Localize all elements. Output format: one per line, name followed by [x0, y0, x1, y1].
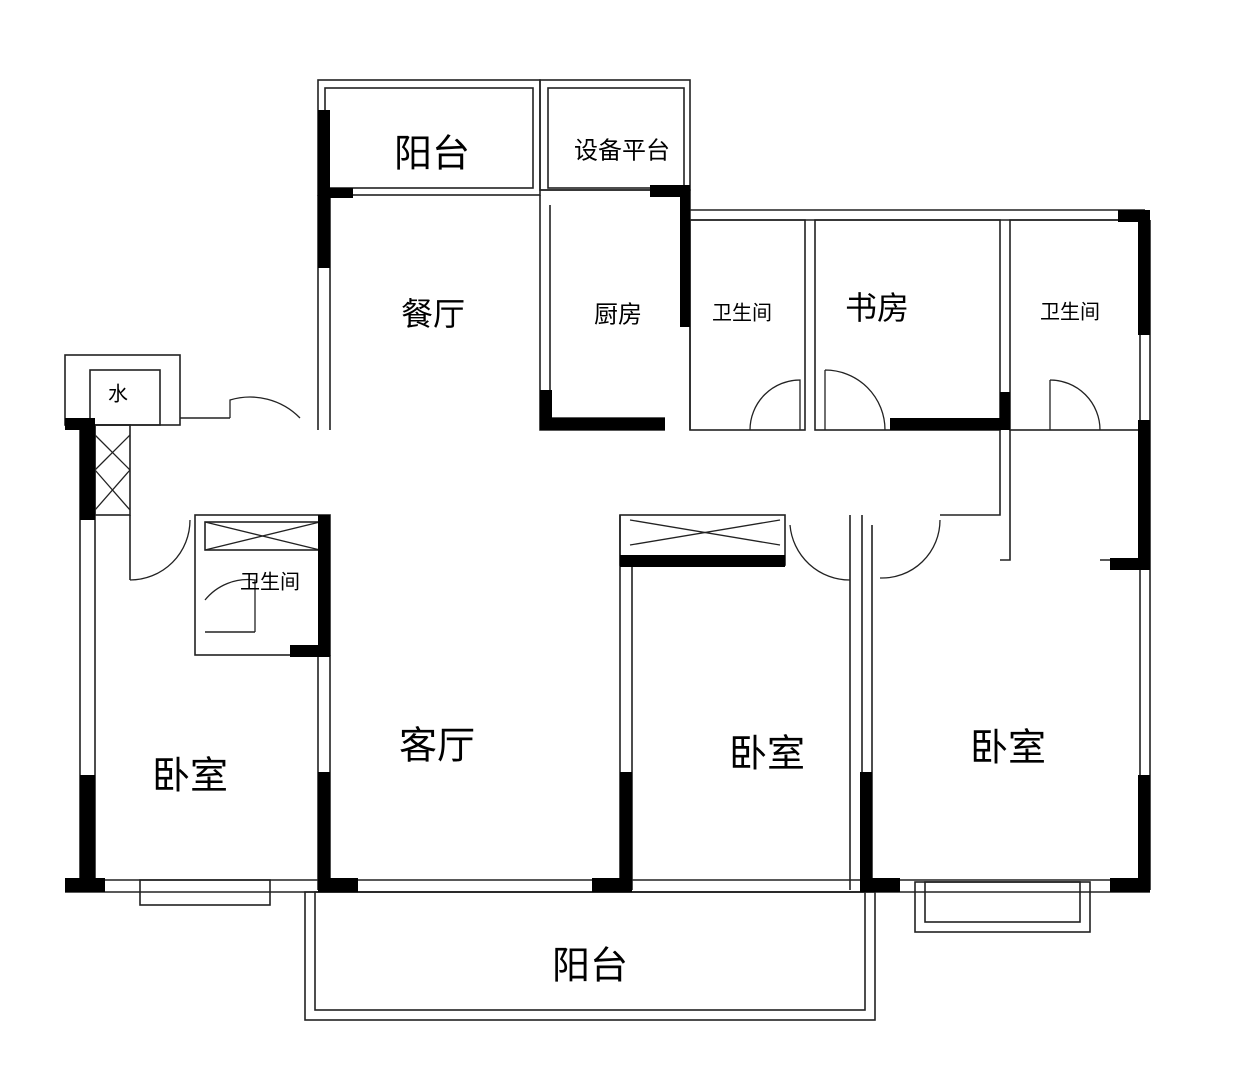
room-label-bedroom-middle: 卧室	[728, 731, 806, 776]
room-label-bathroom-1: 卫生间	[712, 300, 772, 325]
room-label-bottom-balcony: 阳台	[551, 943, 629, 988]
room-label-bedroom-right: 卧室	[969, 725, 1047, 770]
room-label-bathroom-2: 卫生间	[1040, 299, 1100, 324]
room-label-water: 水	[108, 381, 128, 406]
room-label-top-balcony: 阳台	[393, 131, 471, 176]
structural-columns	[65, 110, 1150, 892]
doors	[129, 369, 1101, 632]
room-label-study: 书房	[844, 289, 910, 327]
room-label-bedroom-left: 卧室	[151, 753, 229, 798]
room-label-equipment-platform: 设备平台	[574, 136, 670, 165]
room-label-bathroom-3: 卫生间	[240, 569, 300, 594]
room-label-kitchen: 厨房	[594, 300, 642, 329]
room-label-living-room: 客厅	[398, 723, 476, 768]
room-label-dining-room: 餐厅	[400, 295, 466, 333]
